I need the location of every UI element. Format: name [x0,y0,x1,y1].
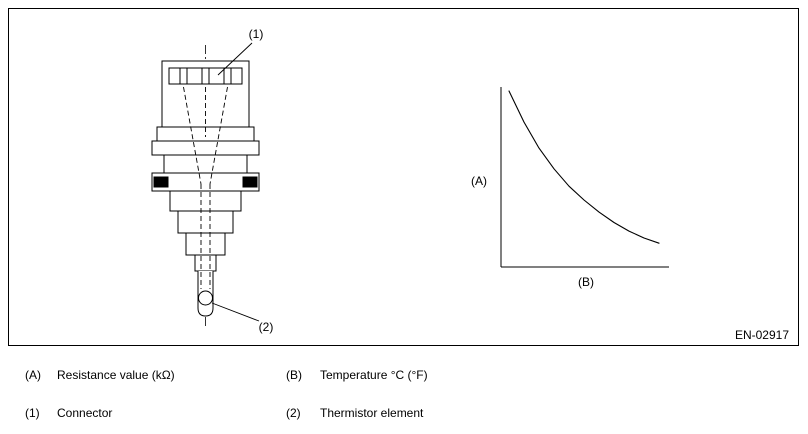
legend-key-2: (2) [286,406,301,420]
thermistor-element-circle [198,290,213,306]
legend-label-thermistor: Thermistor element [320,406,424,420]
seal-right [242,176,258,188]
legend-key-B: (B) [286,368,302,382]
callout-2-leader [211,302,260,322]
resistance-curve [508,90,660,244]
figure-legend: (A) Resistance value (kΩ) (B) Temperatur… [8,368,799,421]
connector-pin-right [223,67,232,85]
sensor-diagram: (1) (2) [151,27,274,334]
body-step-3 [185,232,226,256]
legend-key-1: (1) [25,406,40,420]
callout-1-leader [217,42,253,76]
probe-neck [194,254,217,272]
legend-label-temperature: Temperature °C (°F) [320,368,428,382]
x-axis-label: (B) [578,275,594,289]
legend-label-connector: Connector [57,406,113,420]
body-upper [163,154,248,174]
seal-left [153,176,169,188]
callout-1-label: (1) [249,27,264,41]
figure-frame: (1) (2) (A) (B) EN-02917 [8,8,799,346]
hidden-pin-lines [183,86,228,289]
y-axis-label: (A) [471,174,487,188]
flange-upper [151,140,260,156]
body-step-1 [169,190,242,212]
connector-pin-center [201,67,210,85]
callout-2-label: (2) [259,320,274,334]
legend-key-A: (A) [25,368,41,382]
connector-pin-left [179,67,188,85]
body-step-2 [177,210,234,234]
resistance-temperature-graph: (A) (B) [471,87,669,289]
legend-label-resistance: Resistance value (kΩ) [57,368,175,382]
figure-canvas: (1) (2) (A) (B) EN-02917 [151,27,789,342]
figure-reference-code: EN-02917 [735,328,789,342]
